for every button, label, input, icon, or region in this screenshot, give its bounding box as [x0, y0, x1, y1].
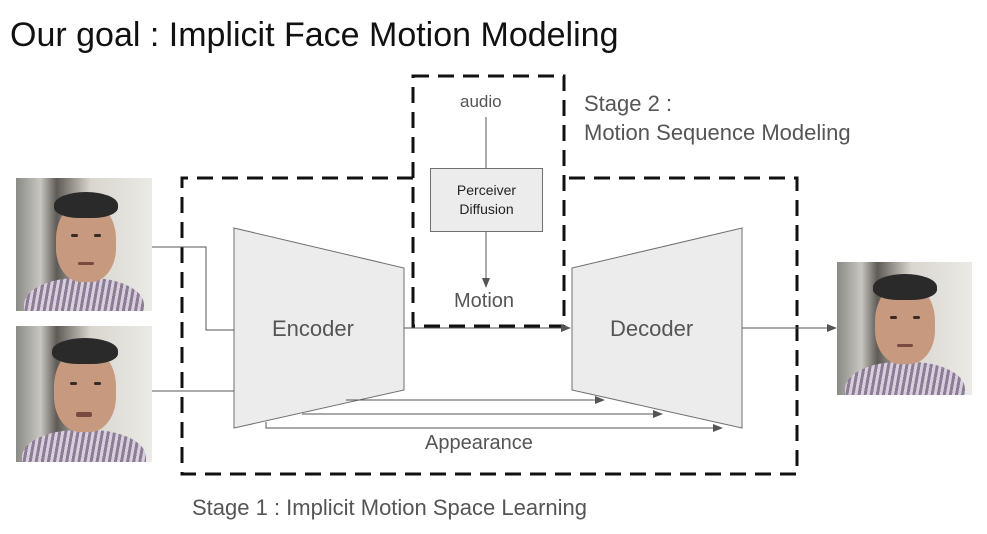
decoder-label: Decoder: [610, 316, 694, 341]
appearance-arrow-3: [265, 422, 723, 432]
output-face-image: [837, 262, 972, 395]
page-title: Our goal : Implicit Face Motion Modeling: [10, 16, 619, 54]
encoder-label: Encoder: [272, 316, 354, 341]
motion-label: Motion: [454, 290, 515, 312]
input-face-image-bottom: [16, 326, 152, 462]
encoder-block: [233, 227, 405, 429]
input-face-image-top: [16, 178, 152, 311]
decoder-block: [571, 227, 743, 429]
stage1-dashed-region: [180, 176, 799, 476]
diffusion-label: Diffusion: [459, 201, 514, 217]
stage2-line2: Motion Sequence Modeling: [584, 120, 851, 145]
stage2-label: Stage 2 : Motion Sequence Modeling: [584, 89, 851, 147]
stage2-line1: Stage 2 :: [584, 91, 673, 116]
appearance-label: Appearance: [425, 432, 533, 454]
stage1-label: Stage 1 : Implicit Motion Space Learning: [192, 495, 588, 520]
perceiver-diffusion-box: Perceiver Diffusion: [430, 168, 543, 232]
audio-label: audio: [460, 92, 502, 111]
input-top-connector: [152, 246, 234, 331]
perceiver-label: Perceiver: [456, 182, 517, 198]
